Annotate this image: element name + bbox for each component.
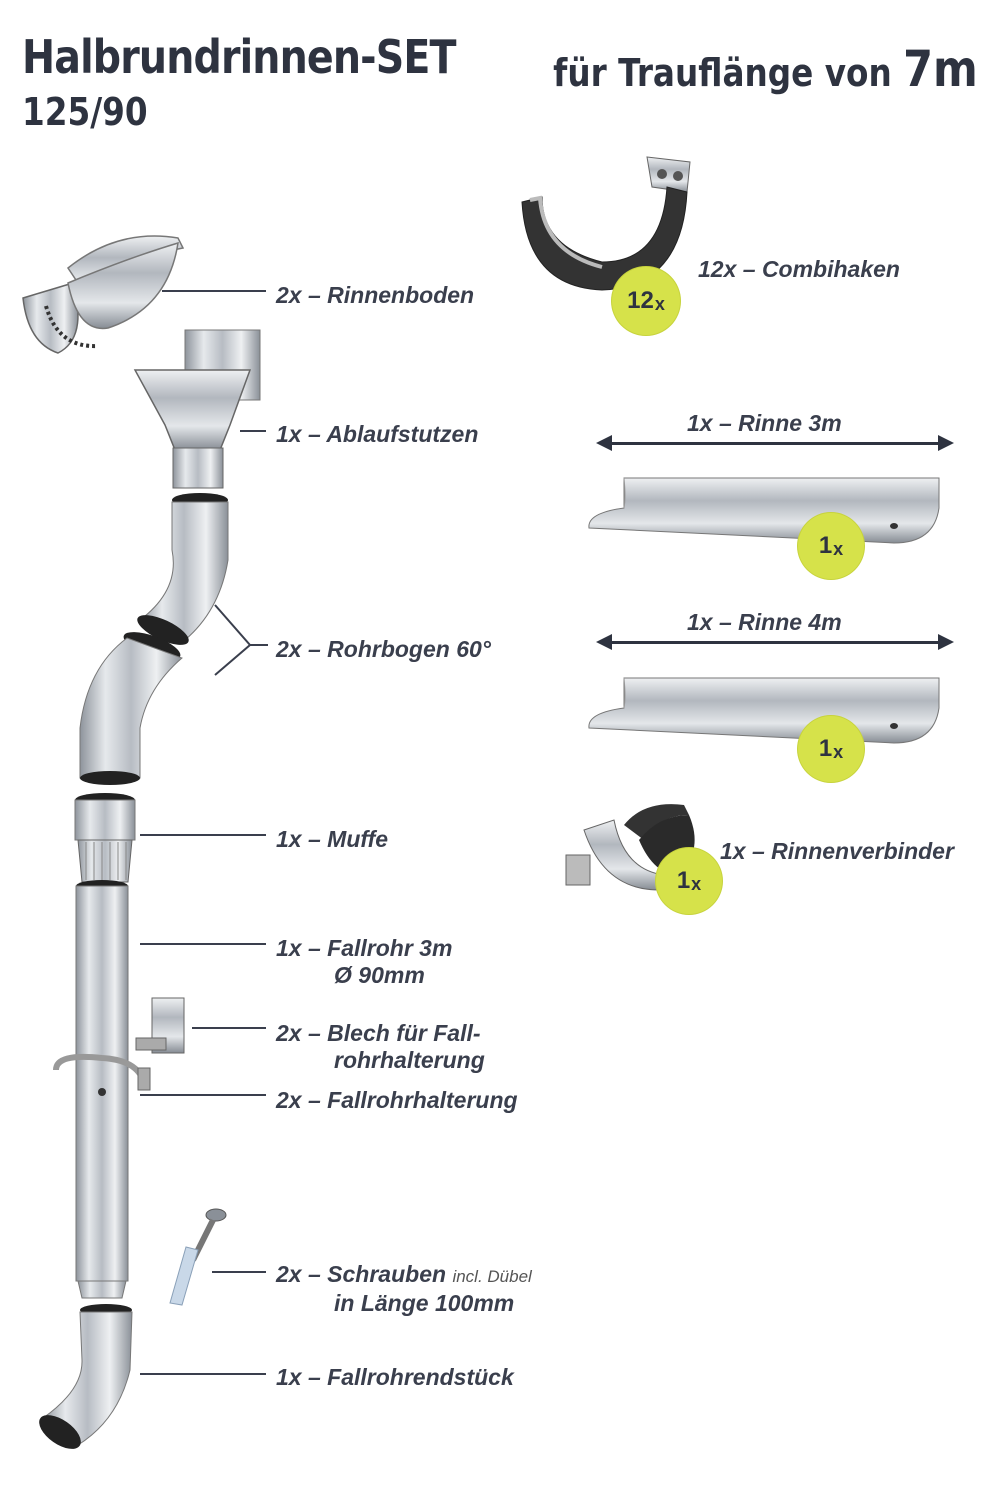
label-fallrohrendstueck: 1x – Fallrohrendstück	[276, 1364, 514, 1390]
leader-blech	[192, 1027, 266, 1029]
label-rinnenverbinder: 1x – Rinnenverbinder	[720, 838, 954, 864]
page-subtitle: 125/90	[22, 90, 148, 134]
label-schrauben: 2x – Schrauben incl. Dübel in Länge 100m…	[276, 1261, 532, 1316]
rinnenboden-image	[22, 235, 185, 354]
muffe-image	[74, 793, 136, 883]
leader-muffe	[140, 834, 266, 836]
leader-fallrohr	[140, 943, 266, 945]
rinne-3m-dimension-arrow	[596, 435, 954, 451]
label-rohrbogen: 2x – Rohrbogen 60°	[276, 636, 491, 662]
label-combihaken: 12x – Combihaken	[698, 256, 900, 282]
combihaken-image	[521, 156, 691, 291]
eave-length-headline: für Trauflänge von 7m	[553, 40, 978, 98]
label-rinne-3m: 1x – Rinne 3m	[681, 410, 848, 437]
label-fallrohrhalterung: 2x – Fallrohrhalterung	[276, 1087, 518, 1113]
leader-rinnenboden	[162, 290, 266, 292]
label-rinnenboden: 2x – Rinnenboden	[276, 282, 475, 308]
rinne-4m-dimension-arrow	[596, 634, 954, 650]
rohrbogen-lower-image	[79, 632, 183, 785]
eave-length-value: 7m	[903, 40, 978, 98]
label-ablaufstutzen: 1x – Ablaufstutzen	[276, 421, 479, 447]
leader-fallrohrendstueck	[140, 1373, 266, 1375]
leader-rohrbogen	[214, 604, 268, 676]
label-fallrohr: 1x – Fallrohr 3m Ø 90mm	[276, 935, 453, 988]
label-muffe: 1x – Muffe	[276, 826, 389, 852]
page-title: Halbrundrinnen-SET	[22, 30, 457, 84]
fallrohr-image	[53, 880, 185, 1299]
leader-ablaufstutzen	[240, 430, 266, 432]
rinne-4m-image	[588, 677, 940, 744]
eave-length-text: für Trauflänge von	[553, 51, 904, 95]
schrauben-image	[169, 1208, 227, 1306]
leader-fallrohrhalterung	[140, 1094, 266, 1096]
ablaufstutzen-image	[133, 329, 261, 489]
rohrbogen-upper-image	[137, 493, 229, 645]
fallrohrendstueck-image	[39, 1304, 133, 1449]
label-blech: 2x – Blech für Fall- rohrhalterung	[276, 1020, 485, 1073]
leader-schrauben	[212, 1271, 266, 1273]
rinne-3m-image	[588, 477, 940, 544]
label-rinne-4m: 1x – Rinne 4m	[681, 609, 848, 636]
